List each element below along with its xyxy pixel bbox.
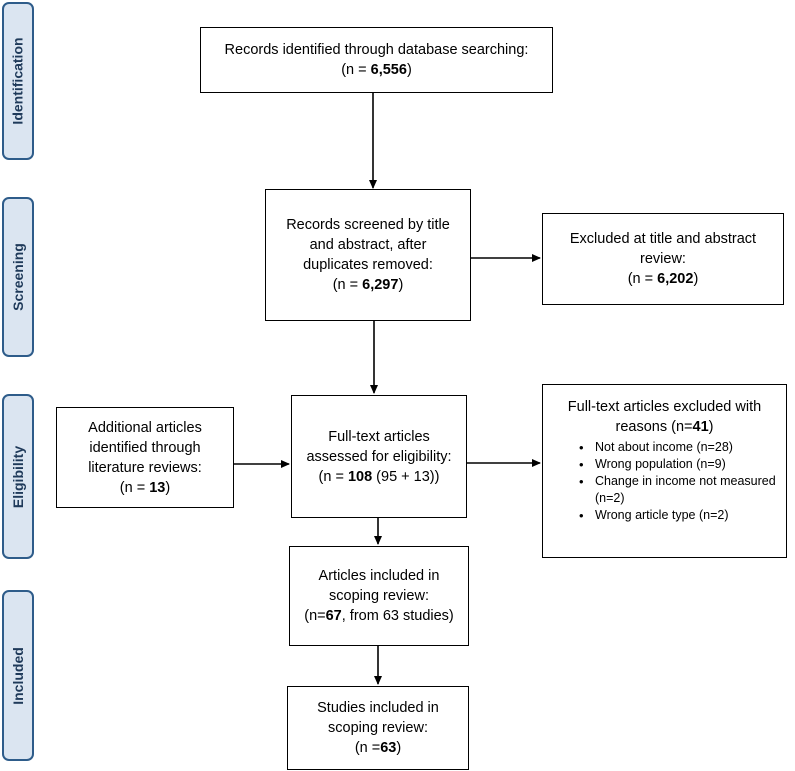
phase-eligibility: Eligibility [2,394,34,559]
box-text: Full-text articles assessed for eligibil… [306,428,452,465]
list-item: Wrong population (n=9) [549,456,780,473]
fulltext-excluded-box: Full-text articles excluded with reasons… [542,384,787,558]
box-text: Records screened by title and abstract, … [286,217,450,273]
box-count: (n = 6,202) [627,271,699,287]
box-count: (n = 6,297) [332,277,404,293]
list-item: Wrong article type (n=2) [549,507,780,524]
box-count: (n = 108 (95 + 13)) [318,468,440,485]
list-item: Change in income not measured (n=2) [549,473,780,507]
articles-included-box: Articles included in scoping review: (n=… [289,546,469,646]
fulltext-assessed-box: Full-text articles assessed for eligibil… [291,395,467,518]
exclusion-reasons-list: Not about income (n=28) Wrong population… [549,439,780,524]
box-text: Studies included in scoping review: [317,700,439,736]
box-count: (n = 13) [119,479,171,496]
excluded-title-abstract-box: Excluded at title and abstract review: (… [542,213,784,305]
box-text: Records identified through database sear… [224,42,529,58]
phase-identification: Identification [2,2,34,160]
phase-screening: Screening [2,197,34,357]
box-count: (n=67, from 63 studies) [304,608,454,624]
additional-articles-box: Additional articles identified through l… [56,407,234,508]
records-screened-box: Records screened by title and abstract, … [265,189,471,321]
box-text: Articles included in scoping review: [318,568,440,604]
records-identified-box: Records identified through database sear… [200,27,553,93]
list-item: Not about income (n=28) [549,439,780,456]
box-text: Excluded at title and abstract review: [569,231,757,267]
box-heading: Full-text articles excluded with reasons… [567,399,762,435]
box-count: (n =63) [354,740,402,756]
box-count: (n = 6,556) [341,62,412,78]
box-text: Additional articles identified through l… [88,419,202,476]
studies-included-box: Studies included in scoping review: (n =… [287,686,469,770]
phase-included: Included [2,590,34,761]
